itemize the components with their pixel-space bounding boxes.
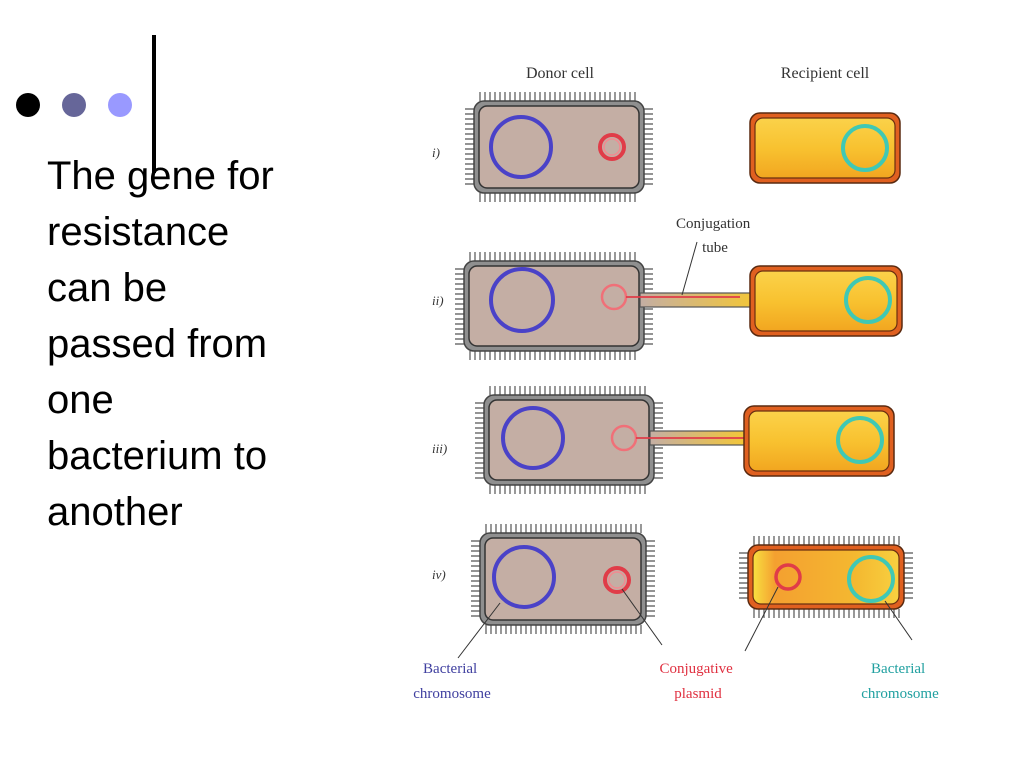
bottom-label-conjugative-plasmid: Conjugative plasmid xyxy=(659,661,736,702)
donor-chromosome xyxy=(489,115,553,179)
conjugation-tube xyxy=(639,292,763,308)
step-label-2: ii) xyxy=(432,293,444,308)
donor-chromosome xyxy=(489,267,555,333)
donor-cell-header: Donor cell xyxy=(526,65,595,82)
label-line: chromosome xyxy=(861,686,939,702)
donor-plasmid xyxy=(598,133,626,161)
donor-cell xyxy=(478,105,640,189)
recipient-plasmid xyxy=(774,563,802,591)
step-label-4: iv) xyxy=(432,567,446,582)
label-pointer xyxy=(621,588,663,646)
donor-pili xyxy=(465,92,653,202)
donor-plasmid-inner xyxy=(608,571,626,589)
donor-chromosome xyxy=(501,406,565,470)
text-line: The gene for xyxy=(47,154,274,198)
text-line: can be xyxy=(47,266,168,310)
label-line: Conjugative xyxy=(659,661,733,677)
conjugation-diagram: Donor cell Recipient cell i) ii) iii) iv… xyxy=(413,65,939,702)
text-line: passed from xyxy=(47,322,268,366)
label-pointer xyxy=(457,602,501,659)
bullet-dot-1 xyxy=(16,93,40,117)
label-line: Bacterial xyxy=(423,661,477,677)
recipient-chromosome xyxy=(836,416,884,464)
recipient-cell-header: Recipient cell xyxy=(781,65,870,82)
bullet-dots xyxy=(16,93,132,117)
text-line: bacterium to xyxy=(47,434,268,478)
recipient-cell xyxy=(754,270,898,332)
bottom-label-recipient-chromosome: Bacterial chromosome xyxy=(861,661,939,702)
recipient-chromosome xyxy=(844,276,892,324)
tube-label-line-1: Conjugation xyxy=(676,216,751,232)
recipient-chromosome xyxy=(841,124,889,172)
bullet-dot-3 xyxy=(108,93,132,117)
recipient-pili xyxy=(739,536,913,618)
donor-plasmid-inner xyxy=(603,138,621,156)
label-pointer xyxy=(884,600,913,641)
conjugation-tube-label: Conjugation tube xyxy=(676,216,754,256)
label-pointer xyxy=(744,586,779,652)
text-line: another xyxy=(47,490,183,534)
donor-plasmid xyxy=(603,566,631,594)
recipient-cell xyxy=(748,410,890,472)
donor-chromosome xyxy=(492,545,556,609)
tube-pointer xyxy=(681,241,698,296)
step-label-1: i) xyxy=(432,145,440,160)
bullet-dot-2 xyxy=(62,93,86,117)
label-line: plasmid xyxy=(674,686,722,702)
label-line: chromosome xyxy=(413,686,491,702)
recipient-cell xyxy=(754,117,896,179)
donor-pili xyxy=(475,386,663,494)
text-line: one xyxy=(47,378,114,422)
donor-pili xyxy=(471,524,655,634)
text-line: resistance xyxy=(47,210,230,254)
tube-label-line-2: tube xyxy=(702,240,728,256)
step-label-3: iii) xyxy=(432,441,447,456)
donor-cell xyxy=(488,399,650,481)
donor-pili xyxy=(455,252,653,360)
body-text: The gene for resistance can be passed fr… xyxy=(47,148,337,540)
vertical-divider xyxy=(152,35,156,173)
label-line: Bacterial xyxy=(871,661,925,677)
recipient-chromosome xyxy=(847,555,895,603)
bottom-label-donor-chromosome: Bacterial chromosome xyxy=(413,661,491,702)
donor-cell xyxy=(484,537,642,621)
